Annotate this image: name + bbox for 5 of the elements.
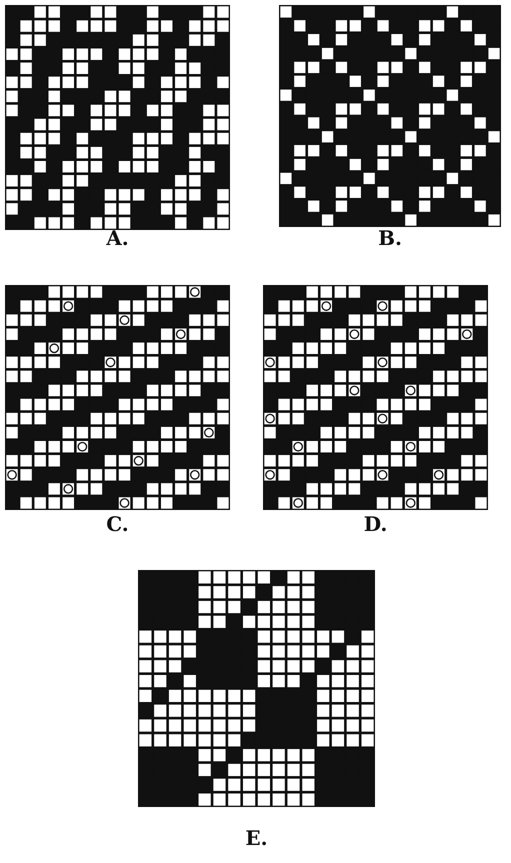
figure-label: A.: [106, 226, 129, 250]
figure-label: C.: [106, 512, 129, 536]
figure-label: E.: [245, 826, 268, 850]
figure-label: B.: [378, 226, 402, 250]
figure-label: D.: [364, 512, 388, 536]
